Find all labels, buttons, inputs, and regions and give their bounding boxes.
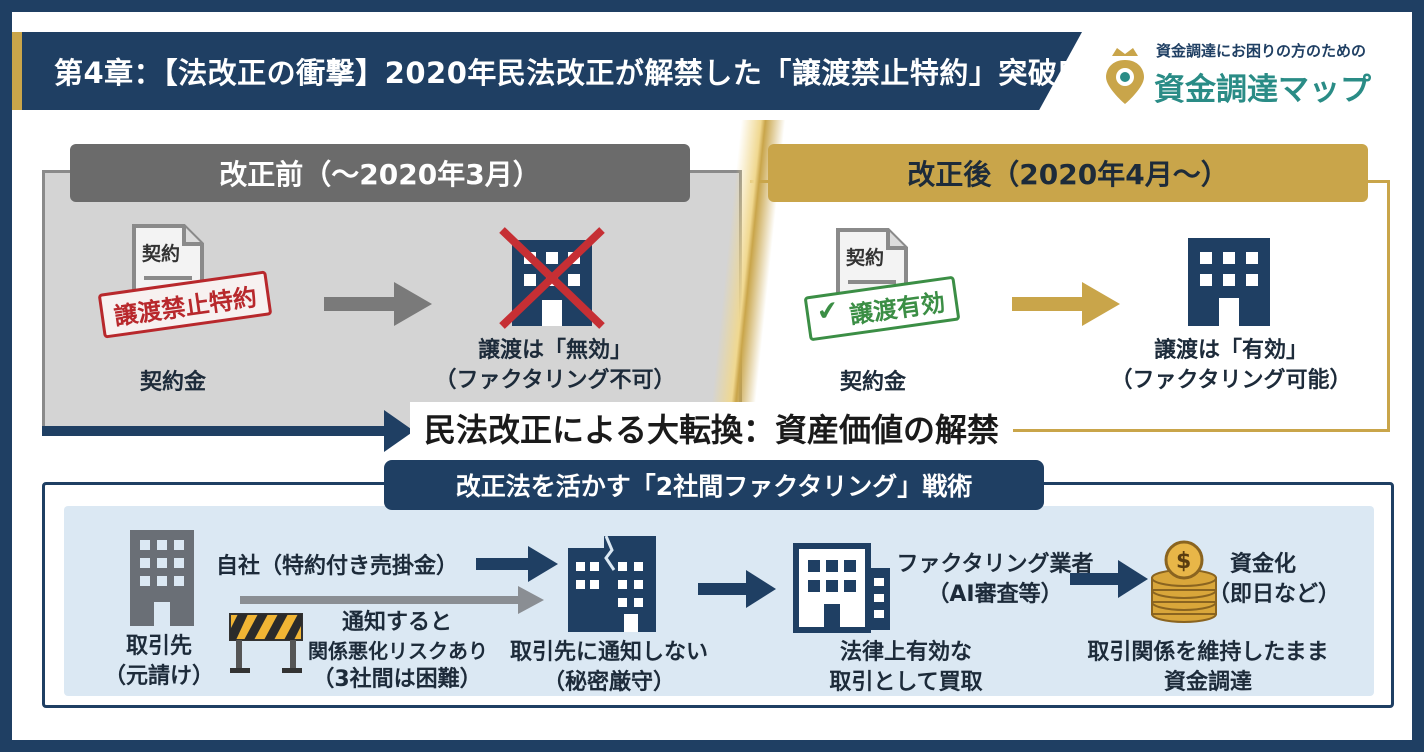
after-result-line1: 譲渡は「有効」 xyxy=(1153,338,1308,363)
result-label: 取引関係を維持したまま 資金調達 xyxy=(1058,638,1358,697)
page-title: 第4章：【法改正の衝撃】2020年民法改正が解禁した「譲渡禁止特約」突破口 xyxy=(54,56,1087,90)
title-accent xyxy=(12,32,22,110)
before-header: 改正前（～2020年3月） xyxy=(70,144,690,202)
notify-line1: 通知すると xyxy=(341,610,452,635)
notify-arrow-icon xyxy=(240,586,544,614)
client-label-line2: （元請け） xyxy=(104,663,215,689)
barricade-icon xyxy=(229,613,303,673)
before-result-line2: （ファクタリング不可） xyxy=(434,367,676,393)
banner-arrow-line xyxy=(42,426,394,436)
notify-risk-label: 通知すると 関係悪化リスクあり （3社間は困難） xyxy=(308,608,488,694)
before-source-label: 契約金 xyxy=(140,370,207,395)
result-line2: 資金調達 xyxy=(1163,669,1252,695)
cash-line1: 資金化 xyxy=(1229,552,1296,577)
transition-banner: 民法改正による大転換：資産価値の解禁 xyxy=(410,402,1014,458)
arrow-right-icon xyxy=(476,546,558,582)
logo-subtitle: 資金調達にお困りの方のための xyxy=(1156,42,1367,60)
infographic-frame: 第4章：【法改正の衝撃】2020年民法改正が解禁した「譲渡禁止特約」突破口 資金… xyxy=(12,12,1412,740)
receivable-label: 自社（特約付き売掛金） xyxy=(216,554,459,579)
title-background xyxy=(12,32,1082,110)
after-result-line2: （ファクタリング可能） xyxy=(1110,367,1352,393)
arrow-right-icon xyxy=(1012,282,1120,326)
cash-line2: （即日など） xyxy=(1208,581,1341,607)
legal-purchase-line2: 取引として買取 xyxy=(829,669,983,695)
no-notify-label: 取引先に通知しない （秘密厳守） xyxy=(486,638,732,697)
valid-stamp-label: 譲渡有効 xyxy=(847,288,947,330)
no-notify-line1: 取引先に通知しない xyxy=(509,640,708,665)
factoring-name-label: ファクタリング業者 （AI審査等） xyxy=(888,550,1102,609)
client-label: 取引先 （元請け） xyxy=(104,632,214,691)
building-crossed-icon xyxy=(499,227,605,329)
own-company-building-icon xyxy=(568,535,656,632)
factoring-name-line2: （AI審査等） xyxy=(927,581,1063,607)
contract-label: 契約 xyxy=(845,246,884,269)
no-notify-line2: （秘密厳守） xyxy=(542,669,675,695)
after-header: 改正後（2020年4月～） xyxy=(768,144,1368,202)
after-source-label: 契約金 xyxy=(840,370,907,395)
legal-purchase-label: 法律上有効な 取引として買取 xyxy=(806,638,1006,697)
location-pin-icon xyxy=(1106,48,1144,104)
banner-arrow-head xyxy=(384,410,414,452)
result-line1: 取引関係を維持したまま xyxy=(1087,640,1329,665)
logo-title: 資金調達マップ xyxy=(1154,72,1371,108)
arrow-right-icon xyxy=(1070,560,1148,598)
checkmark-icon: ✔ xyxy=(814,295,841,328)
factoring-company-building-icon xyxy=(793,543,890,633)
contract-label: 契約 xyxy=(141,242,180,265)
legal-purchase-line1: 法律上有効な xyxy=(839,640,972,665)
before-result: 譲渡は「無効」 （ファクタリング不可） xyxy=(420,336,690,395)
building-icon xyxy=(1188,238,1270,326)
strategy-header: 改正法を活かす「2社間ファクタリング」戦術 xyxy=(384,460,1044,510)
logo: 資金調達にお困りの方のための 資金調達マップ xyxy=(1094,36,1394,110)
coins-stack-icon: $ xyxy=(1151,540,1217,623)
factoring-name-line1: ファクタリング業者 xyxy=(896,552,1094,577)
arrow-right-icon xyxy=(698,570,776,608)
arrow-right-icon xyxy=(324,282,432,326)
after-result: 譲渡は「有効」 （ファクタリング可能） xyxy=(1096,336,1366,395)
client-label-line1: 取引先 xyxy=(125,634,192,659)
notify-line3: （3社間は困難） xyxy=(312,666,482,692)
cash-label: 資金化 （即日など） xyxy=(1208,550,1341,609)
client-building-icon xyxy=(130,530,194,626)
notify-line2: 関係悪化リスクあり xyxy=(308,638,488,663)
before-result-line1: 譲渡は「無効」 xyxy=(477,338,632,363)
svg-text:$: $ xyxy=(1176,549,1191,574)
